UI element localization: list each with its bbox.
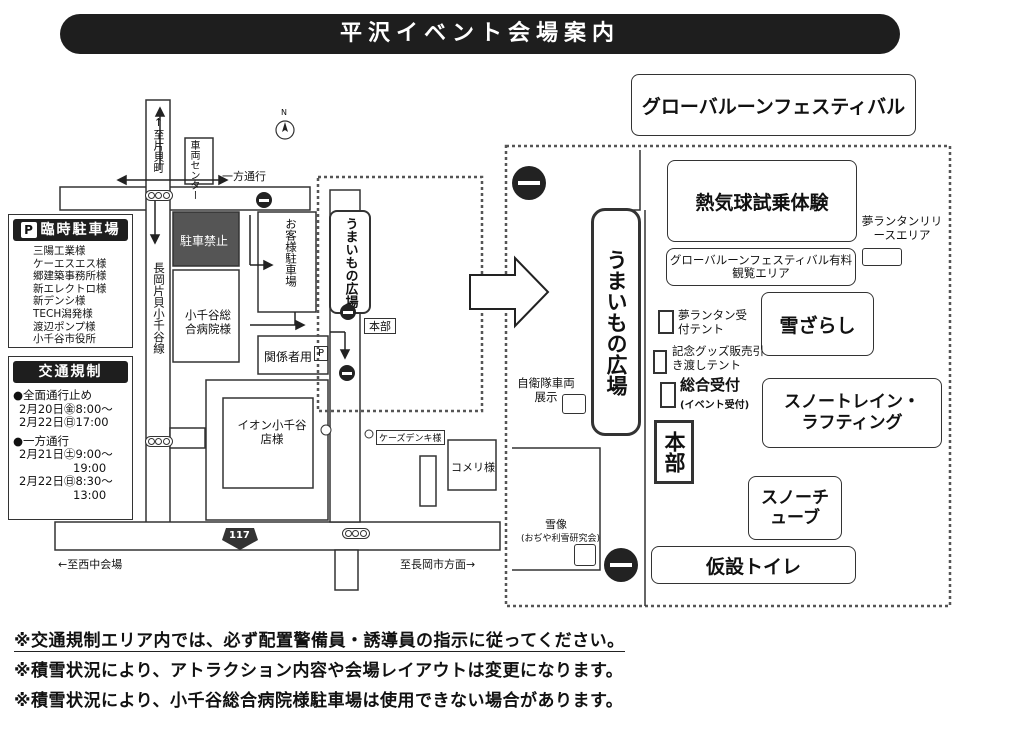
snow-slide-box: 雪ざらし bbox=[761, 292, 874, 356]
legend-parking-title: 臨時駐車場 bbox=[40, 222, 121, 238]
to-katakaimachi-label: ↑至片貝町 bbox=[152, 116, 165, 173]
nagaoka-line-label: 長岡片貝小千谷線 bbox=[152, 262, 166, 354]
sdf-vehicle-label: 自衛隊車両展示 bbox=[517, 376, 575, 404]
sdf-vehicle-spot bbox=[562, 394, 586, 414]
lantern-release-spot bbox=[862, 248, 902, 266]
road-top bbox=[59, 186, 311, 211]
lantern-tent-box bbox=[658, 310, 674, 334]
snow-statue-label: 雪像 bbox=[545, 518, 567, 531]
list-item: ケーエスエス様 bbox=[33, 257, 107, 270]
legend-traffic-body: ●全面通行止め 2月20日㊎8:00～ 2月22日㊐17:00 ●一方通行 2月… bbox=[9, 387, 132, 504]
kdenki-label: ケーズデンキ様 bbox=[376, 430, 445, 445]
oneway-label: ●一方通行 bbox=[13, 433, 70, 448]
umaimono-small-box: うまいもの広場 bbox=[329, 210, 371, 314]
no-entry-icon bbox=[339, 365, 355, 381]
no-entry-icon bbox=[604, 548, 638, 582]
road-route-117 bbox=[54, 521, 501, 551]
general-reception-label: 総合受付 bbox=[680, 376, 741, 394]
event-road-top bbox=[600, 150, 641, 211]
customer-parking-label: お客様駐車場 bbox=[284, 218, 298, 287]
car-center-box bbox=[184, 137, 214, 185]
oneway-line: 2月21日㊏9:00～ bbox=[19, 447, 113, 461]
aeon-inner-block bbox=[222, 397, 314, 489]
hospital-label: 小千谷総合病院様 bbox=[185, 308, 231, 336]
goods-tent-label: 記念グッズ販売引き渡しテント bbox=[672, 344, 764, 372]
honbu-box: 本部 bbox=[654, 420, 694, 484]
staff-parking-icon: P bbox=[314, 346, 328, 361]
pin-icon bbox=[320, 424, 332, 436]
one-way-label: 一方通行 bbox=[222, 170, 266, 183]
reception-tent-box bbox=[660, 382, 676, 408]
traffic-control-area-left bbox=[316, 175, 484, 413]
route-117-label: 117 bbox=[229, 530, 250, 541]
to-nagaoka-label: 至長岡市方面→ bbox=[400, 558, 476, 571]
note-traffic: ※交通規制エリア内では、必ず配置警備員・誘導員の指示に従ってください。 bbox=[14, 626, 625, 652]
snow-statue-sub-label: (おぢや利雪研究会) bbox=[521, 534, 601, 544]
note-parking: ※積雪状況により、小千谷総合病院様駐車場は使用できない場合があります。 bbox=[14, 691, 624, 711]
parking-icon: P bbox=[20, 222, 37, 238]
closure-line: 2月22日㊐17:00 bbox=[19, 415, 109, 429]
route-117-shield bbox=[222, 528, 258, 550]
pin-icon-kdenki bbox=[364, 429, 374, 439]
paid-viewing-box: グローバルーンフェスティバル有料観覧エリア bbox=[666, 248, 856, 286]
no-parking-block bbox=[172, 211, 240, 267]
global-balloon-box: グローバルーンフェスティバル bbox=[631, 74, 916, 136]
komeri-label: コメリ様 bbox=[451, 461, 495, 474]
oneway-line: 19:00 bbox=[73, 460, 107, 475]
no-entry-icon bbox=[340, 304, 356, 320]
road-south bbox=[334, 549, 359, 591]
page-title: 平沢イベント会場案内 bbox=[60, 14, 900, 54]
lantern-release-label: 夢ランタンリリースエリア bbox=[861, 214, 943, 242]
goods-tent-box bbox=[653, 350, 667, 374]
snow-tube-box: スノーチューブ bbox=[748, 476, 842, 540]
compass-label: N bbox=[281, 108, 287, 117]
komeri-building bbox=[447, 439, 497, 491]
oneway-line: 2月22日㊐8:30～ bbox=[19, 474, 113, 488]
lantern-tent-label: 夢ランタン受付テント bbox=[678, 308, 747, 336]
traffic-signal-icon bbox=[145, 436, 173, 447]
staff-parking-block bbox=[257, 335, 329, 375]
staff-parking-label: 関係者用 bbox=[264, 350, 313, 364]
snow-train-box: スノートレイン・ラフティング bbox=[762, 378, 942, 448]
balloon-ride-box: 熱気球試乗体験 bbox=[667, 160, 857, 242]
aeon-label: イオン小千谷店様 bbox=[237, 418, 307, 446]
legend-traffic-title: 交通規制 bbox=[13, 361, 128, 383]
list-item: 新デンシ様 bbox=[33, 295, 86, 308]
list-item: 三陽工業様 bbox=[33, 245, 86, 257]
list-item: 小千谷市役所 bbox=[33, 333, 96, 346]
hospital-block bbox=[172, 269, 240, 363]
umaimono-box: うまいもの広場 bbox=[591, 208, 641, 436]
list-item: 郷建築事務所様 bbox=[33, 270, 107, 283]
kdenki-building bbox=[419, 455, 437, 507]
to-nishinaka-label: ←至西中会場 bbox=[58, 558, 123, 571]
legend-parking-list: 三陽工業様 ケーエスエス様 郷建築事務所様 新エレクトロ様 新デンシ様 TECH… bbox=[9, 245, 132, 346]
road-mid-left bbox=[169, 427, 206, 449]
event-reception-label: (イベント受付) bbox=[680, 400, 750, 411]
no-entry-icon bbox=[512, 166, 546, 200]
list-item: 新エレクトロ様 bbox=[33, 282, 107, 295]
toilet-box: 仮設トイレ bbox=[651, 546, 856, 584]
oneway-line: 13:00 bbox=[73, 487, 107, 502]
closure-line: 2月20日㊎8:00～ bbox=[19, 401, 113, 416]
no-entry-icon bbox=[256, 192, 272, 208]
snow-statue-block bbox=[512, 447, 601, 571]
legend-traffic: 交通規制 ●全面通行止め 2月20日㊎8:00～ 2月22日㊐17:00 ●一方… bbox=[8, 356, 133, 520]
honbu-small-box: 本部 bbox=[364, 318, 396, 334]
traffic-signal-icon bbox=[342, 528, 370, 539]
snow-statue-spot bbox=[574, 544, 596, 566]
list-item: TECH潟発様 bbox=[33, 307, 93, 320]
no-parking-label: 駐車禁止 bbox=[180, 234, 229, 248]
list-item: 渡辺ポンプ様 bbox=[33, 320, 96, 333]
direction-arrow bbox=[469, 255, 550, 329]
event-area-boundary bbox=[504, 144, 952, 608]
traffic-signal-icon bbox=[145, 190, 173, 201]
car-center-label: 車両センター bbox=[188, 140, 199, 200]
closure-label: ●全面通行止め bbox=[13, 388, 93, 402]
note-layout: ※積雪状況により、アトラクション内容や会場レイアウトは変更になります。 bbox=[14, 661, 624, 681]
